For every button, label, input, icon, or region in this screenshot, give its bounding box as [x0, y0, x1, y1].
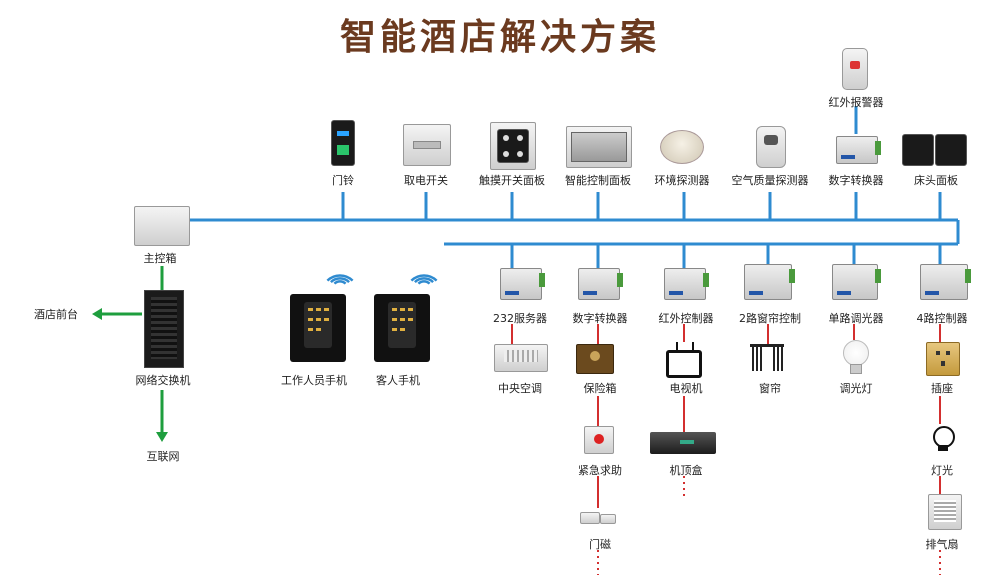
- converter-icon: [836, 136, 881, 164]
- wifi-arc-1-1: [414, 277, 434, 284]
- label-digital-converter-top: 数字转换器: [828, 174, 884, 187]
- label-doorbell: 门铃: [332, 174, 354, 187]
- label-env-sensor: 环境探测器: [654, 174, 710, 187]
- converter-bottom-icon: [578, 268, 623, 300]
- pir-sensor-icon: [842, 48, 868, 90]
- door-magnet-icon: [580, 508, 616, 530]
- safe-icon: [576, 344, 614, 374]
- arrow-internet-head: [156, 432, 168, 442]
- doorbell-icon: [331, 120, 355, 166]
- guest-phone-icon: [374, 294, 430, 362]
- settop-box-icon: [650, 432, 716, 454]
- arrow-front-desk-head: [92, 308, 102, 320]
- emergency-button-icon: [584, 426, 614, 454]
- bus-lines: [188, 106, 960, 270]
- ir-controller-icon: [664, 268, 709, 300]
- label-touch-panel: 触摸开关面板: [479, 174, 545, 187]
- label-emergency: 紧急求助: [578, 464, 622, 477]
- label-bulb: 调光灯: [839, 382, 873, 395]
- smoke-sensor-icon: [660, 126, 704, 164]
- wifi-arc-0-0: [333, 280, 347, 285]
- bulb-icon: [840, 340, 870, 376]
- wifi-arc-1-0: [417, 280, 431, 285]
- label-power-switch: 取电开关: [404, 174, 448, 187]
- card-switch-icon: [403, 124, 451, 166]
- label-tv: 电视机: [669, 382, 703, 395]
- air-sensor-icon: [756, 126, 786, 168]
- label-ac: 中央空调: [498, 382, 542, 395]
- tv-icon: [664, 342, 702, 378]
- server-232-icon: [500, 268, 545, 300]
- label-ir-controller: 红外控制器: [658, 312, 714, 325]
- label-settop-box: 机顶盒: [669, 464, 703, 477]
- label-smart-panel: 智能控制面板: [565, 174, 631, 187]
- label-door-magnet: 门磁: [589, 538, 611, 551]
- label-curtain: 窗帘: [759, 382, 781, 395]
- wifi-arc-0-1: [330, 277, 350, 284]
- label-internet: 互联网: [146, 450, 180, 463]
- four-way-controller-icon: [920, 264, 971, 300]
- wifi-arc-1-2: [410, 274, 438, 282]
- main-control-box: [134, 206, 190, 246]
- label-fan: 排气扇: [925, 538, 959, 551]
- fan-icon: [928, 494, 962, 530]
- label-switch: 网络交换机: [135, 374, 191, 387]
- label-ir-alarm: 红外报警器: [828, 96, 884, 109]
- staff-phone-icon: [290, 294, 346, 362]
- label-four-way: 4路控制器: [916, 312, 968, 325]
- label-curtain-controller: 2路窗帘控制: [739, 312, 801, 325]
- label-guest-phone: 客人手机: [376, 374, 420, 387]
- label-bedside-panel: 床头面板: [914, 174, 958, 187]
- network-switch-rack-icon: [144, 290, 184, 368]
- label-light: 灯光: [931, 464, 953, 477]
- label-converter-bottom: 数字转换器: [572, 312, 628, 325]
- ac-icon: [494, 344, 548, 372]
- label-main-box: 主控箱: [143, 252, 177, 265]
- bedside-panel-icon: [902, 134, 967, 166]
- wifi-arc-0-2: [326, 274, 354, 282]
- curtain-icon: [750, 344, 786, 374]
- label-staff-phone: 工作人员手机: [281, 374, 347, 387]
- label-front-desk: 酒店前台: [34, 308, 78, 321]
- label-air-sensor: 空气质量探测器: [731, 174, 809, 187]
- curtain-controller-icon: [744, 264, 795, 300]
- network-arrows: [92, 266, 438, 442]
- label-safe: 保险箱: [583, 382, 617, 395]
- socket-icon: [926, 342, 960, 376]
- label-dimmer: 单路调光器: [828, 312, 884, 325]
- page-title: 智能酒店解决方案: [339, 17, 660, 58]
- label-socket: 插座: [931, 382, 953, 395]
- label-server-232: 232服务器: [493, 312, 547, 325]
- touch-panel-icon: [490, 122, 536, 170]
- control-panel-icon: [566, 126, 632, 168]
- light-icon: [930, 424, 956, 454]
- dimmer-icon: [832, 264, 881, 300]
- device-links: [511, 324, 941, 575]
